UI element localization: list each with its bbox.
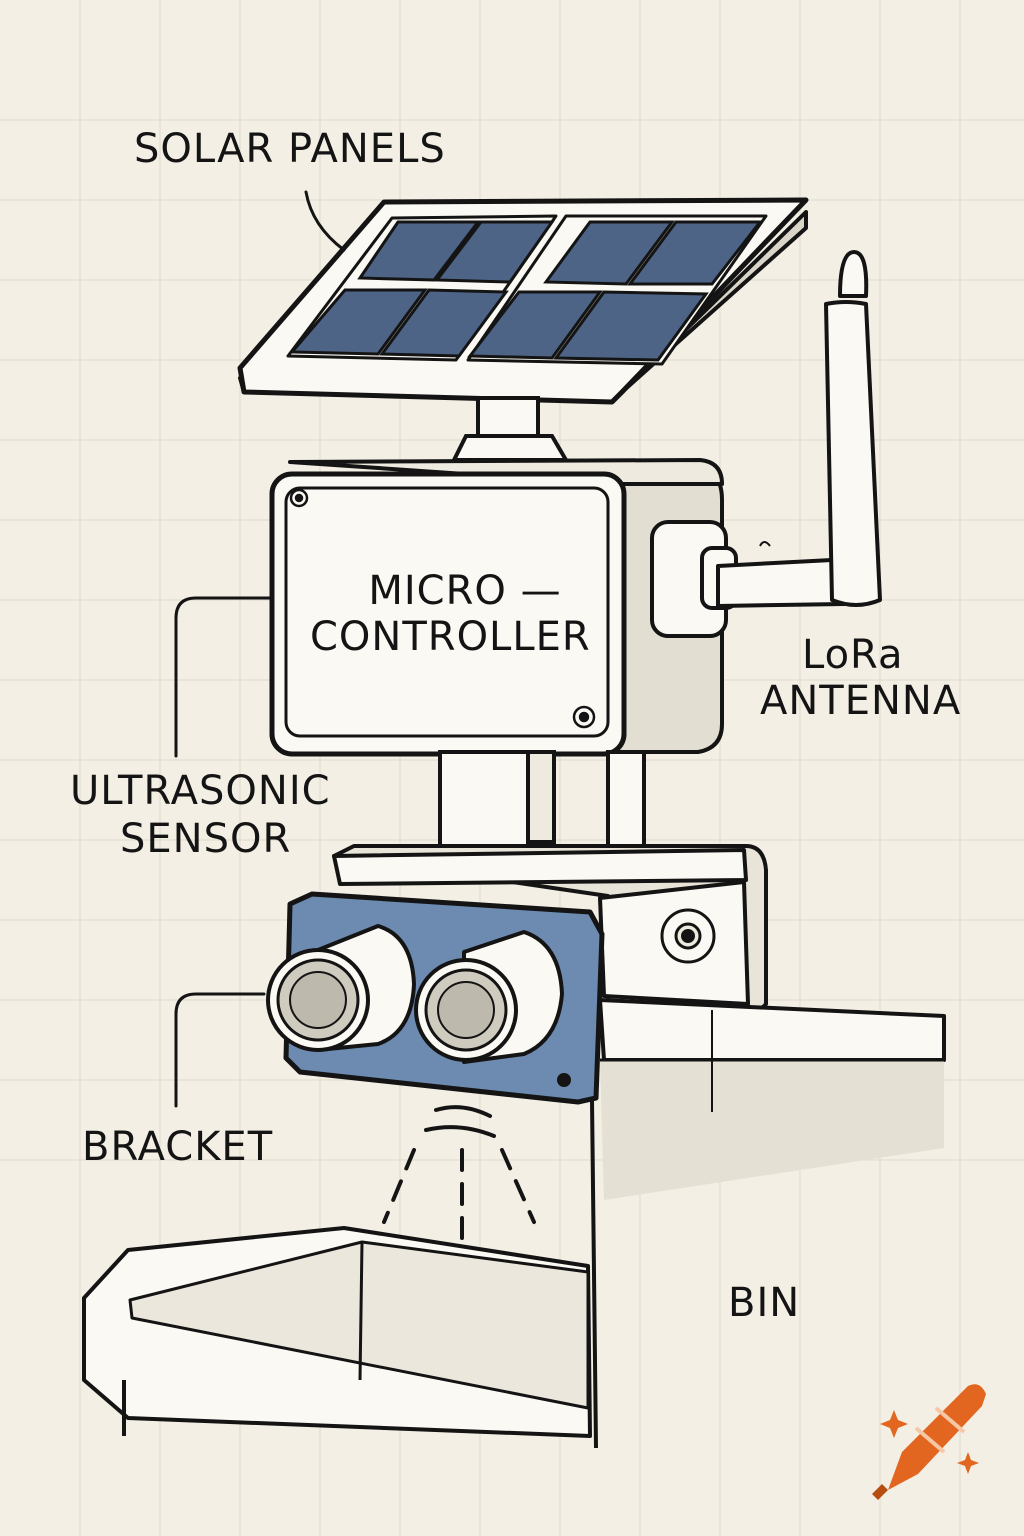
wall-ledge bbox=[590, 998, 946, 1449]
label-lora-line1: LoRa bbox=[802, 632, 904, 678]
label-bin: BIN bbox=[728, 1280, 801, 1326]
antenna-assembly bbox=[650, 250, 882, 638]
mounting-bracket bbox=[332, 844, 768, 1014]
sound-waves bbox=[382, 1105, 536, 1312]
leader-ultrasonic bbox=[174, 596, 274, 758]
leader-lines bbox=[174, 190, 346, 1108]
label-microcontroller-line2: CONTROLLER bbox=[310, 614, 591, 660]
label-solar-panels: SOLAR PANELS bbox=[134, 126, 446, 172]
bin bbox=[82, 1226, 592, 1438]
leader-solar-panels bbox=[304, 190, 346, 252]
label-ultrasonic-line2: SENSOR bbox=[120, 816, 292, 862]
enclosure-screws bbox=[289, 488, 596, 729]
label-microcontroller-line1: MICRO — bbox=[368, 568, 562, 614]
label-ultrasonic-line1: ULTRASONIC bbox=[70, 768, 331, 814]
label-bracket: BRACKET bbox=[82, 1124, 274, 1170]
panel-mount-post bbox=[450, 396, 570, 462]
solar-cells bbox=[288, 220, 764, 362]
ultrasonic-sensor bbox=[266, 891, 605, 1105]
crayon-logo-icon bbox=[872, 1384, 986, 1500]
label-lora-line2: ANTENNA bbox=[760, 678, 962, 724]
microcontroller-enclosure bbox=[269, 458, 724, 757]
leader-bracket bbox=[174, 992, 266, 1108]
controller-support-posts bbox=[438, 750, 646, 858]
